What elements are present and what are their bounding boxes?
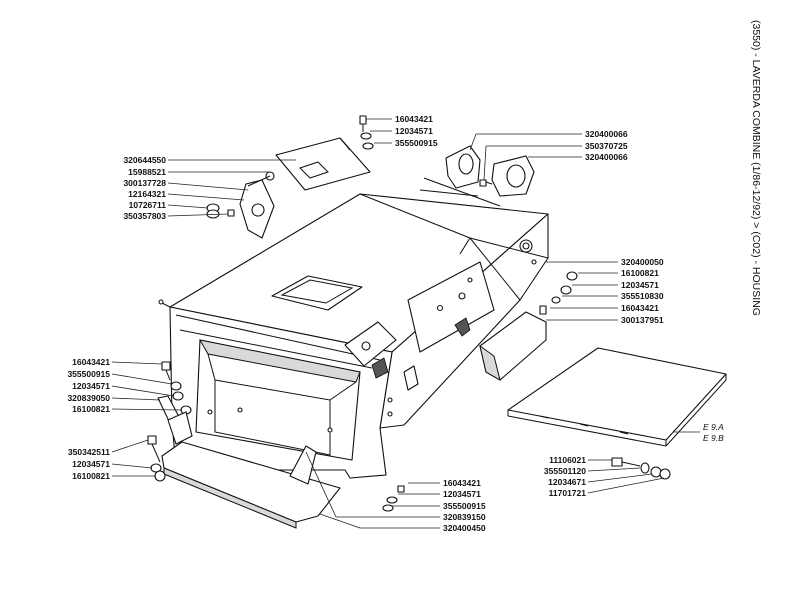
part-number: 320400450 (443, 523, 486, 533)
hinge-bracket (206, 171, 275, 239)
housing-body (158, 193, 549, 479)
part-number: 355500915 (67, 369, 110, 379)
bearing-housings (419, 145, 535, 207)
part-number: 320839150 (443, 512, 486, 522)
plate-bolt (611, 457, 671, 480)
part-number: 16043421 (443, 478, 481, 488)
part-number: 16043421 (395, 114, 433, 124)
part-number: 355500915 (395, 138, 438, 148)
part-number: 16043421 (621, 303, 659, 313)
part-number: 16100821 (72, 404, 110, 414)
part-number: 355501120 (544, 466, 586, 476)
labels-plate: 11106021 355501120 12034671 11701721 (544, 455, 586, 498)
part-number: 300137728 (123, 178, 166, 188)
part-number: 320644550 (123, 155, 166, 165)
part-number: 320400050 (621, 257, 664, 267)
labels-cover: 320644550 15988521 300137728 12164321 10… (123, 155, 166, 221)
part-number: 16043421 (72, 357, 110, 367)
part-number: 12034571 (443, 489, 481, 499)
part-number: 15988521 (128, 167, 166, 177)
part-number: 11701721 (549, 488, 587, 498)
part-number: 12034571 (395, 126, 433, 136)
part-number: 12034671 (548, 477, 586, 487)
floor-plate (507, 347, 727, 447)
part-number: 300137951 (621, 315, 664, 325)
labels-bottom: 16043421 12034571 355500915 320839150 32… (443, 478, 486, 533)
ref-callout-e9b: E 9.B (703, 433, 724, 443)
labels-right: 320400050 16100821 12034571 355510830 16… (621, 257, 664, 325)
part-number: 12034571 (621, 280, 659, 290)
labels-left-a: 16043421 355500915 12034571 320839050 16… (67, 357, 110, 414)
ref-callout-e9a: E 9.A (703, 422, 724, 432)
part-number: 11106021 (549, 455, 586, 465)
ref-callouts: E 9.A E 9.B (703, 422, 724, 443)
part-number: 12034571 (72, 381, 110, 391)
part-number: 12164321 (128, 189, 166, 199)
side-guard (479, 271, 578, 382)
labels-top-bolt: 16043421 12034571 355500915 (395, 114, 438, 148)
part-number: 12034571 (72, 459, 110, 469)
part-number: 16100821 (621, 268, 659, 278)
part-number: 16100821 (72, 471, 110, 481)
part-number: 350370725 (585, 141, 628, 151)
labels-left-b: 350342511 12034571 16100821 (68, 447, 110, 481)
part-number: 320400066 (585, 152, 628, 162)
left-hardware (147, 361, 193, 482)
bolt-top (359, 115, 374, 150)
part-number: 355500915 (443, 501, 486, 511)
part-number: 350342511 (68, 447, 110, 457)
part-number: 320839050 (67, 393, 110, 403)
leader-lines (111, 118, 665, 529)
labels-bearing: 320400066 350370725 320400066 (585, 129, 628, 162)
part-number: 10726711 (129, 200, 167, 210)
cover-plate (275, 137, 371, 191)
part-number: 320400066 (585, 129, 628, 139)
part-number: 350357803 (123, 211, 166, 221)
bottom-plate (161, 441, 405, 529)
part-number: 355510830 (621, 291, 664, 301)
